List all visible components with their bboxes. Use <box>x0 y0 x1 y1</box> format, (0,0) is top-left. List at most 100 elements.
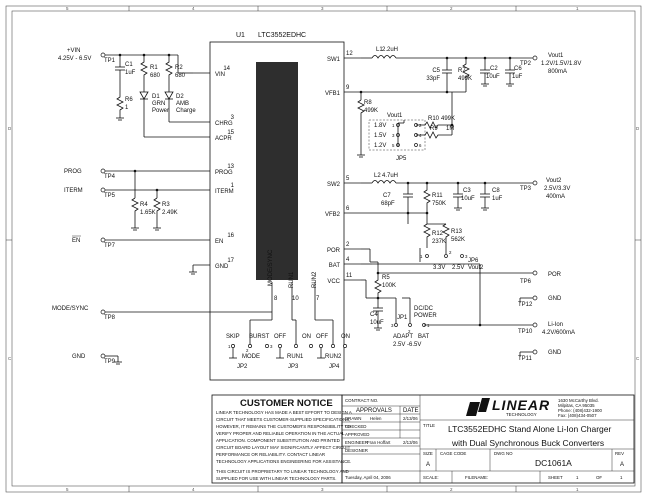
pin-number: 2 <box>419 123 422 128</box>
jumper-name: RUN1 <box>287 354 304 360</box>
pin-name: RUN2 <box>312 271 318 288</box>
part-ref: L2 <box>374 173 381 179</box>
border-mark: 2 <box>450 487 453 492</box>
notice-line: VERIFY PROPER AND RELIABLE OPERATION IN … <box>216 431 345 436</box>
part-value: 750K <box>432 201 446 207</box>
checked-label: CHECKED <box>345 424 366 429</box>
net-label: ITERM <box>64 188 83 194</box>
jumper-option: ON <box>341 334 350 340</box>
left-nets: PROG TP4 ITERM TP5 R4 1.65K R3 2.49K EN … <box>52 168 272 365</box>
jumper-option: BURST <box>249 334 270 340</box>
part-value: 680 <box>175 73 186 79</box>
pin-name: PROG <box>215 170 233 176</box>
scale-label: SCALE: <box>423 475 439 480</box>
output-volts: 2.5V/3.3V <box>544 186 570 192</box>
test-point-label: TP10 <box>518 329 533 335</box>
test-point <box>532 349 538 355</box>
part-value: 1.65K <box>140 210 156 216</box>
part-value: 680 <box>150 73 161 79</box>
test-point-label: TP4 <box>104 174 116 180</box>
part-ref: R3 <box>162 202 170 208</box>
border-mark: C <box>8 356 12 361</box>
part-ref: R8 <box>364 100 372 106</box>
jumper-option: SKIP <box>226 334 240 340</box>
inductor-l2 <box>371 180 397 184</box>
pin-name: SW2 <box>327 182 341 188</box>
part-value: 1 <box>125 105 129 111</box>
resistor-r13 <box>442 223 450 248</box>
led-color: GRN <box>152 101 165 107</box>
part-ref: D2 <box>176 94 184 100</box>
jumper-pin <box>460 254 464 258</box>
border-mark: 2 <box>450 6 453 11</box>
net-label: MODE/SYNC <box>52 306 89 312</box>
drawing-subtitle: with Dual Synchronous Buck Converters <box>451 438 604 448</box>
test-point-label: TP5 <box>104 193 116 199</box>
notice-line: LINEAR TECHNOLOGY HAS MADE A BEST EFFORT… <box>216 410 352 415</box>
part-ref: R7 <box>458 68 466 74</box>
pin-name: SW1 <box>327 57 341 63</box>
net-label: PROG <box>64 169 82 175</box>
jumper-option: 1.8V <box>374 123 386 129</box>
notice-line: HOWEVER, IT REMAINS THE CUSTOMER'S RESPO… <box>216 424 351 429</box>
jumper-pin <box>265 344 269 348</box>
jumper-pin <box>248 344 252 348</box>
contract-label: CONTRACT NO. <box>345 398 378 403</box>
jumper-ref: JP2 <box>237 364 248 370</box>
pin-name: VIN <box>215 72 225 78</box>
part-ref: C2 <box>490 66 498 72</box>
resistor-r4 <box>131 197 139 228</box>
test-point <box>100 353 106 359</box>
cage-label: CAGE CODE <box>440 451 466 456</box>
test-point-label: TP7 <box>104 243 116 249</box>
notice-line: APPLICATION. COMPONENT SUBSTITUTION AND … <box>216 438 340 443</box>
part-value: 33pF <box>426 76 440 82</box>
resistor-r1 <box>140 55 148 92</box>
pin-name: VFB2 <box>325 212 341 218</box>
bottom-jumpers: SKIP BURST 1 2 3 MODE JP2 OFF ON RUN1 JP… <box>226 282 350 370</box>
border-mark: C <box>636 356 640 361</box>
pin-num: 4 <box>346 257 350 263</box>
buck1-section: L1 2.2uH C5 33pF R7 499K C2 10uF <box>357 47 581 158</box>
pin-number: 2 <box>449 250 452 255</box>
pin-number: 4 <box>419 133 422 138</box>
chip-part: LTC3552EDHC <box>258 32 306 39</box>
designer-label: DESIGNER <box>345 448 368 453</box>
jumper-pin <box>231 344 235 348</box>
pin-number: 3 <box>465 254 468 259</box>
pin-name: ACPR <box>215 136 232 142</box>
output-name: Vout2 <box>546 178 562 184</box>
part-ref: L1 <box>376 47 383 53</box>
jumper-label: Vout1 <box>387 113 403 119</box>
engineer-date: 2/13/06 <box>403 440 418 445</box>
of-label: OF <box>596 475 602 480</box>
resistor-r10 <box>424 121 452 129</box>
address-line: Phone: (408)432-1900 <box>558 408 602 413</box>
part-value: 10uF <box>486 74 500 80</box>
part-value: 100K <box>382 283 396 289</box>
border-mark: D <box>8 126 12 131</box>
jumper-option: 1.2V <box>374 143 386 149</box>
jumper-title: DC/DC <box>414 306 434 312</box>
rev-label: REV <box>615 451 624 456</box>
pin-number: 5 <box>392 143 395 148</box>
part-value: 10uF <box>461 196 475 202</box>
test-point-label: TP11 <box>518 356 533 362</box>
net-label: GND <box>548 350 562 356</box>
date-label: DATE <box>403 408 419 414</box>
company-subtitle: TECHNOLOGY <box>506 412 537 417</box>
approvals-label: APPROVALS <box>356 408 392 414</box>
size-label: SIZE <box>423 451 433 456</box>
border-mark: 5 <box>66 487 69 492</box>
jumper-pin <box>408 323 412 327</box>
test-point <box>100 168 106 174</box>
test-point <box>532 295 538 301</box>
part-ref: R5 <box>382 275 390 281</box>
jumper-pin <box>394 323 398 327</box>
border-mark: 4 <box>192 487 195 492</box>
buck2-section: L2 4.7uH C7 68pF R11 750K C3 10uF <box>361 173 570 271</box>
resistor-r2 <box>165 55 173 92</box>
part-ref: R9 <box>430 126 438 132</box>
address-line: Milpitas, CA 95035 <box>558 403 595 408</box>
